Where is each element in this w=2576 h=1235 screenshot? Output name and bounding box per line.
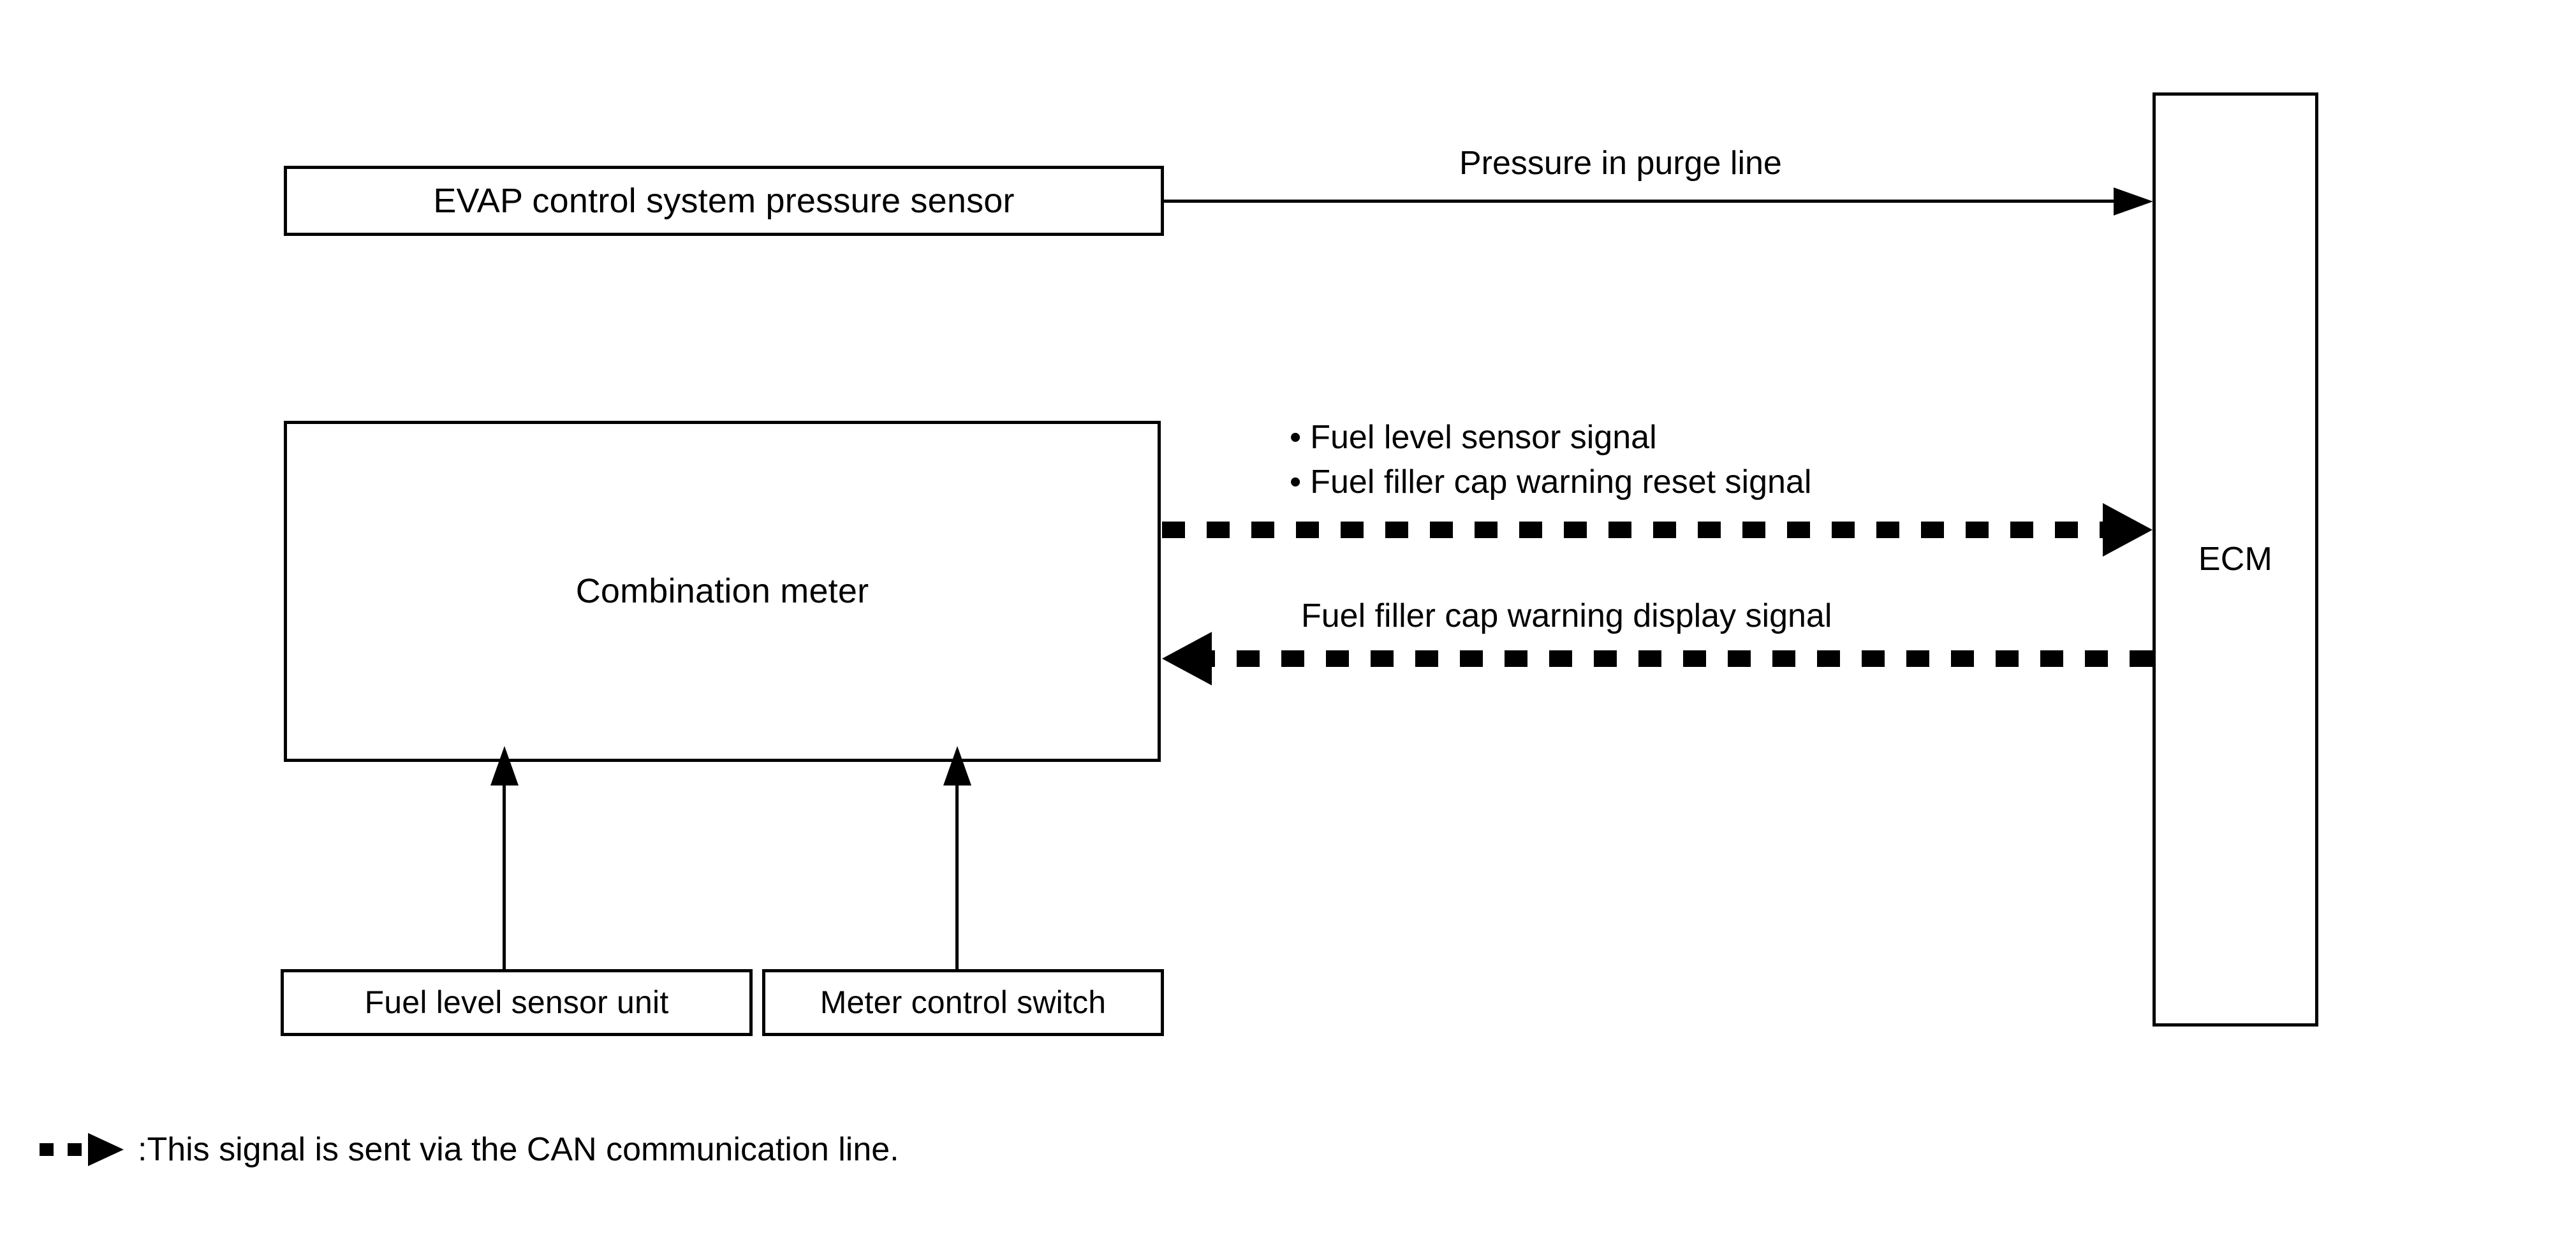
bullet-dot-icon: • [1290,419,1302,456]
arrowhead-up-icon [943,746,971,786]
legend-bar [40,1143,93,1157]
legend: :This signal is sent via the CAN communi… [40,1130,899,1169]
bullet-item-fuel-level-sensor-signal: •Fuel level sensor signal [1290,416,1811,460]
connector-fuel-level-sensor-to-meter [503,783,506,969]
node-label: ECM [2198,540,2273,578]
connector-can-bus-meter-to-ecm [1162,522,2105,538]
node-evap-control-system-pressure-sensor: EVAP control system pressure sensor [284,166,1164,236]
connector-meter-control-switch-to-meter [955,783,959,969]
node-label: Fuel level sensor unit [364,984,669,1020]
edge-label-can-upstream-signals: •Fuel level sensor signal •Fuel filler c… [1290,416,1811,504]
connector-purge-line [1164,200,2114,203]
node-label: EVAP control system pressure sensor [433,181,1015,220]
bullet-item-label: Fuel level sensor signal [1310,419,1657,456]
arrowhead-right-icon [2103,503,2153,557]
can-bus-arrow-icon [40,1133,129,1167]
legend-text: :This signal is sent via the CAN communi… [138,1131,899,1168]
connector-can-bus-ecm-to-meter [1212,650,2153,667]
node-combination-meter: Combination meter [284,421,1161,762]
edge-label-pressure-in-purge-line: Pressure in purge line [1459,145,1782,182]
bullet-item-label: Fuel filler cap warning reset signal [1310,463,1812,501]
node-meter-control-switch: Meter control switch [762,969,1164,1036]
arrowhead-up-icon [490,746,519,786]
bullet-item-fuel-filler-cap-warning-reset-signal: •Fuel filler cap warning reset signal [1290,460,1811,505]
bullet-dot-icon: • [1290,463,1302,501]
arrowhead-left-icon [1162,632,1212,685]
node-ecm: ECM [2153,92,2318,1027]
node-label: Combination meter [575,572,869,611]
legend-arrowhead [88,1133,124,1167]
edge-label-fuel-filler-cap-warning-display-signal: Fuel filler cap warning display signal [1301,597,1832,634]
node-fuel-level-sensor-unit: Fuel level sensor unit [281,969,753,1036]
arrowhead-right-icon [2114,187,2153,216]
node-label: Meter control switch [820,984,1107,1020]
